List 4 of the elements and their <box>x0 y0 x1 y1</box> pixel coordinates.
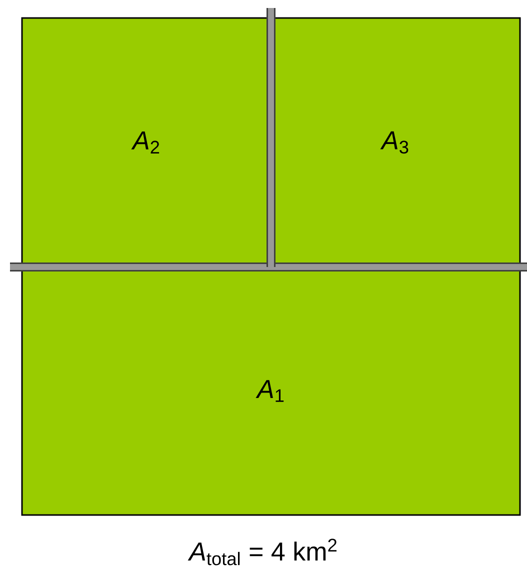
field-area: A$_{1}$ <box>21 266 521 516</box>
area-caption: A$_{total}$ = 4 km$^{2}$ <box>188 538 336 566</box>
field-area: A$_{2}$ <box>21 17 272 268</box>
field-area: A$_{3}$ <box>270 17 521 268</box>
